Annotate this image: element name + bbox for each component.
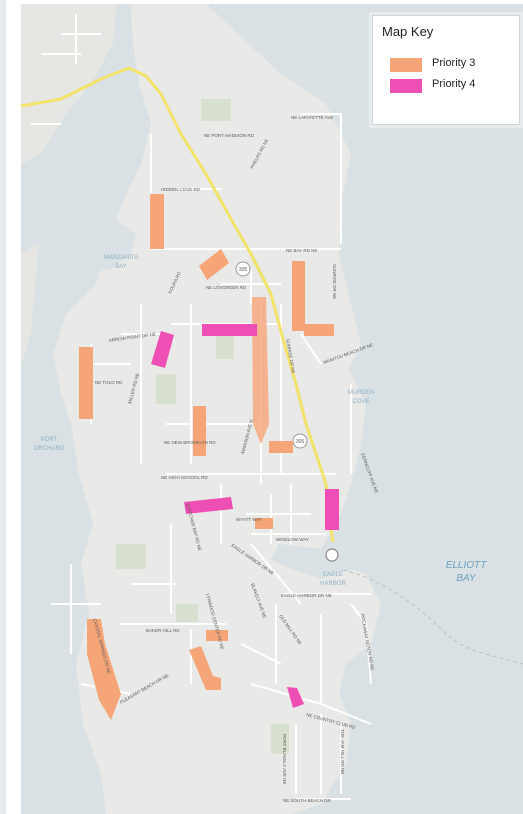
island-landmass [53,4,381,814]
road-eagle-harbor-dr: EAGLE HARBOR DR NE [281,593,332,598]
label-murden-2: COVE [352,399,369,405]
priority-4-label: Priority 4 [432,78,476,90]
sr305-north-number: 305 [239,267,248,273]
road-day-rd: NE LOVGREEN RD [206,285,247,290]
road-arrow-point: ARROW POINT DR NE [108,331,156,343]
left-margin [0,0,21,814]
map-frame[interactable]: MANZANITA BAY PORT ORCHARD MURDEN COVE E… [21,4,523,814]
label-port-orchard-1: PORT [41,437,58,443]
map-key-title: Map Key [382,24,434,39]
parks [116,99,289,754]
priority-4-segments [151,324,339,708]
priority-3-segments [79,194,334,720]
left-map-edge [0,0,6,814]
sr305-south-number: 305 [296,439,305,445]
road-bay-rd: NE BAY RD NE [286,248,317,253]
label-manzanita-2: BAY [115,264,127,270]
map-canvas[interactable]: MANZANITA BAY PORT ORCHARD MURDEN COVE E… [21,4,523,814]
road-high-school: NE HIGH SCHOOL RD [161,475,208,480]
road-sr-label: SUNRISE DR NE [285,338,296,374]
road-tolo: NE TOLO RD [95,380,123,385]
priority-3-label: Priority 3 [432,57,476,69]
road-baker-hill: BAKER HILL RD [146,628,180,633]
label-manzanita-1: MANZANITA [104,255,138,261]
ferry-route [342,569,523,665]
map-key: Map Key Priority 3 Priority 4 [372,15,520,125]
manzanita-water [76,239,131,274]
route-shield-labels: 305 305 [239,267,305,445]
sr305-shield-north [235,261,251,277]
minor-roads [31,14,372,800]
road-hidden-cove: HIDDEN COVE RD [161,187,201,192]
priority-4-swatch [390,79,422,93]
road-sunrise: SUNRISE DR NE [332,264,337,299]
road-wyatt: WYATT WAY [236,517,262,522]
road-toe-jam: TOE JAM HILL RD NE [340,729,345,774]
west-landmass-south [21,244,39,364]
water-labels: MANZANITA BAY PORT ORCHARD MURDEN COVE E… [34,255,374,587]
label-eagle-2: HARBOR [320,581,346,587]
road-new-brooklyn: NE NEW BROOKLYN RD [164,440,216,445]
label-eagle-1: EAGLE [323,572,343,578]
label-murden-1: MURDEN [348,390,374,396]
road-lafayette: NE LAFAYETTE AVE [291,115,333,120]
label-elliott-2: BAY [456,573,477,584]
elliott-bay-label: ELLIOTT BAY [446,560,487,584]
label-elliott-1: ELLIOTT [446,560,487,571]
ferry-terminal-icon [325,548,339,562]
eagle-harbor-water [271,544,351,579]
road-port-blakely: PORT BLAKELY AVE NE [282,734,287,784]
sr305-highway [21,66,335,543]
road-south-beach: NE SOUTH BEACH DR [283,798,332,803]
road-port-madison: NE PORT MADISON RD [204,133,255,138]
priority-3-swatch [390,58,422,72]
road-winslow: WINSLOW WAY [276,537,309,542]
label-port-orchard-2: ORCHARD [34,446,65,452]
